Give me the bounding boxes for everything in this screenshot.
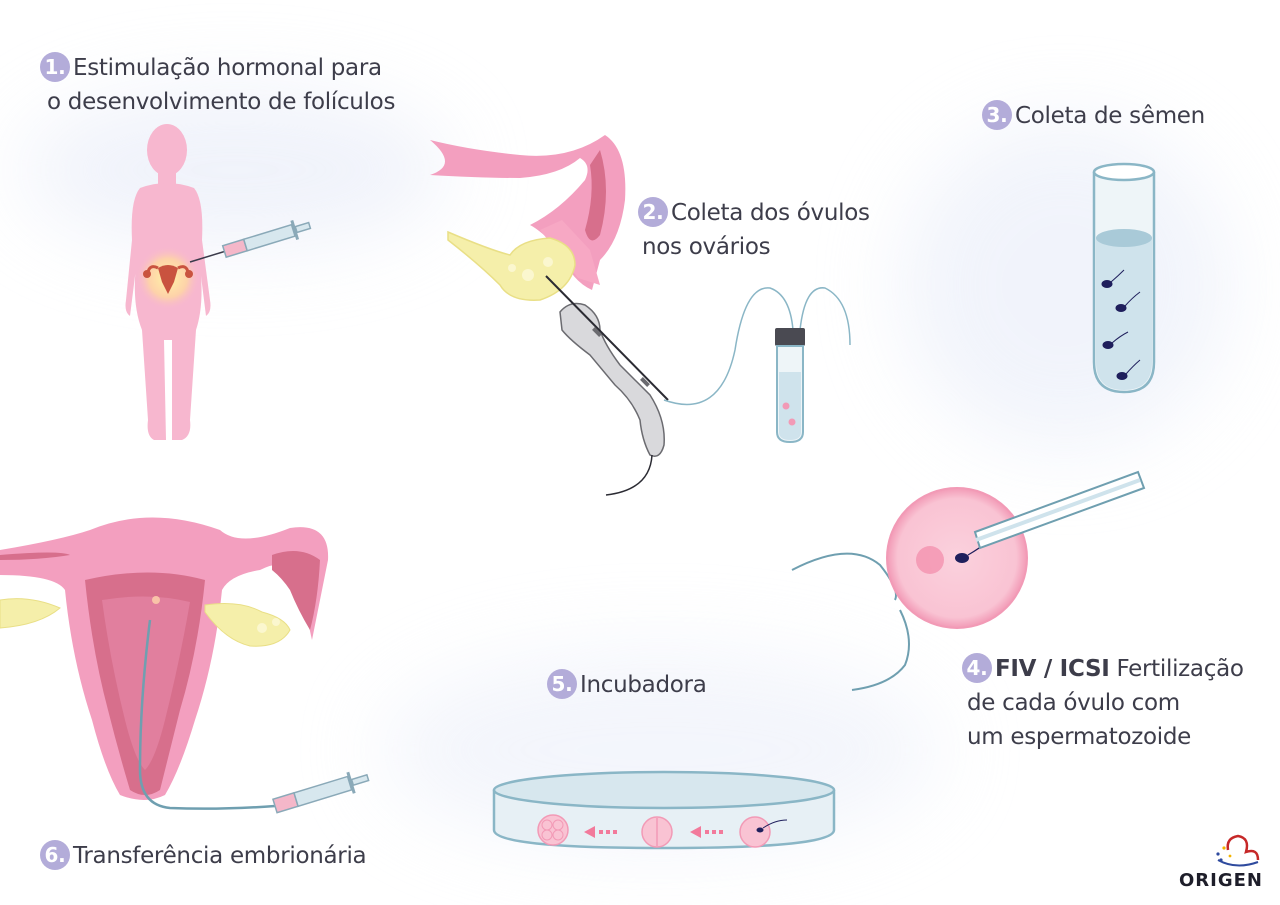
step-1-text-line2: o desenvolvimento de folículos (47, 89, 396, 115)
step-3-text: Coleta de sêmen (1015, 103, 1205, 129)
icsi-micropipette (973, 470, 1146, 550)
small-uterus-icon (143, 265, 193, 294)
step-3-badge: 3. (982, 100, 1012, 130)
step-1-text-line1: Estimulação hormonal para (73, 55, 382, 81)
step-2-text-line1: Coleta dos óvulos (671, 200, 870, 226)
step-6-label: 6.Transferência embrionária (40, 839, 367, 873)
step-5-label: 5.Incubadora (547, 668, 707, 702)
uterus-ovaries (0, 598, 291, 647)
step-3-label: 3.Coleta de sêmen (982, 99, 1205, 133)
background-glow-left (20, 90, 450, 250)
ultrasound-probe (545, 275, 669, 496)
step-2-text-line2: nos ovários (642, 234, 771, 260)
step-4-text-line3: um espermatozoide (967, 724, 1192, 750)
transfer-catheter (138, 619, 370, 814)
ovary-illustration (447, 230, 576, 301)
icsi-egg-cell (791, 487, 1028, 691)
uterus-illustration (0, 517, 329, 800)
background-glow-right (900, 120, 1230, 450)
step-4-text-line2: de cada óvulo com (967, 690, 1180, 716)
step-2-label: 2.Coleta dos óvulos nos ovários (638, 196, 870, 264)
origen-logo-text: ORIGEN (1179, 870, 1263, 891)
step-6-badge: 6. (40, 840, 70, 870)
step-6-text: Transferência embrionária (73, 843, 367, 869)
syringe-icon (189, 219, 312, 263)
step-4-badge: 4. (962, 653, 992, 683)
development-arrows (584, 826, 723, 838)
step-4-text-bold: FIV / ICSI (995, 656, 1110, 682)
step-4-label: 4.FIV / ICSI Fertilização de cada óvulo … (962, 652, 1244, 754)
origen-logo-mark (1216, 834, 1260, 867)
step-4-text-line1: Fertilização (1109, 656, 1244, 682)
woman-silhouette (125, 124, 211, 440)
step-1-badge: 1. (40, 52, 70, 82)
sperm-cells (1101, 269, 1141, 380)
step-2-badge: 2. (638, 197, 668, 227)
collection-tube-with-ovules (663, 287, 851, 444)
step-5-text: Incubadora (580, 672, 707, 698)
step-5-badge: 5. (547, 669, 577, 699)
semen-test-tube (1092, 162, 1156, 394)
step-1-label: 1.Estimulação hormonal para o desenvolvi… (40, 51, 395, 119)
incubator-petri-dish (492, 770, 836, 850)
